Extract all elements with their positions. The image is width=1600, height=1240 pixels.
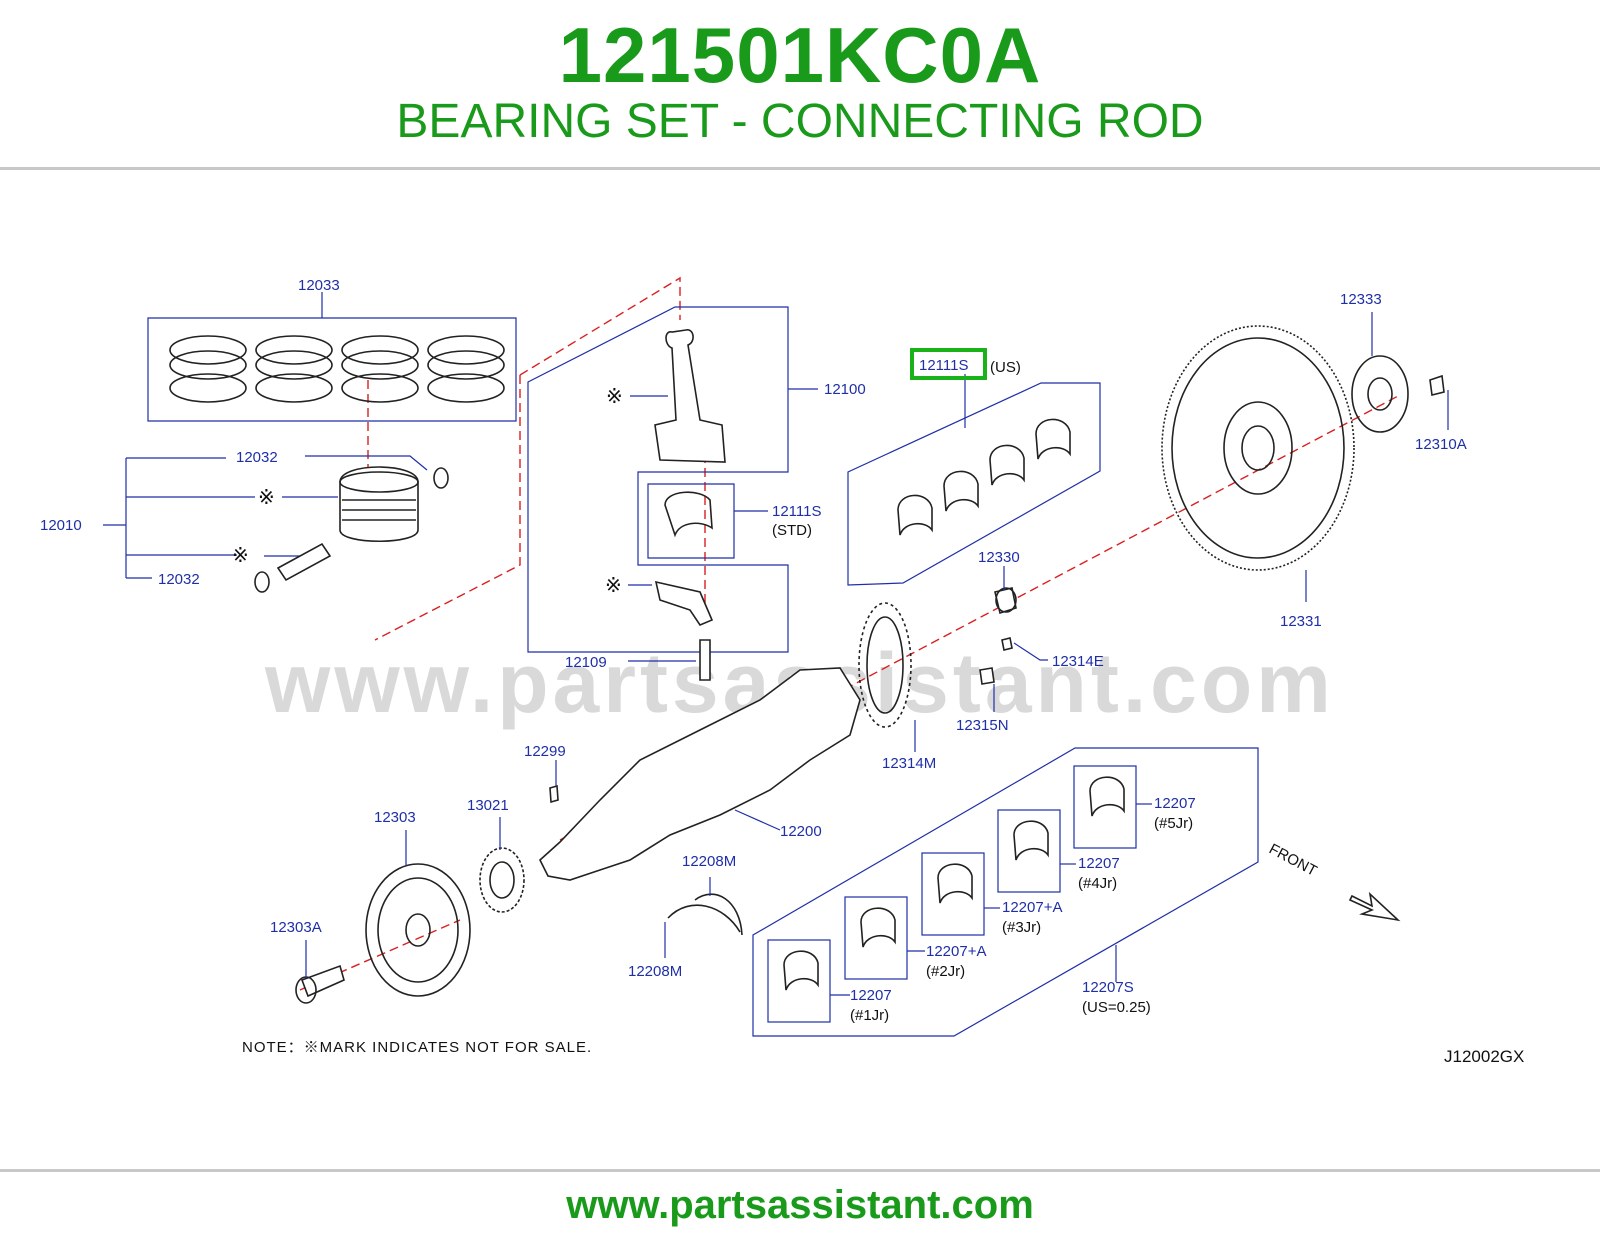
note-1jr: (#1Jr) [850,1007,889,1024]
callout-12207s[interactable]: 12207S [1082,979,1134,996]
note-3jr: (#3Jr) [1002,919,1041,936]
footer-divider [0,1169,1600,1172]
callout-12315n[interactable]: 12315N [956,717,1009,734]
parts-diagram: www.partsassistant.com ※ ※ [40,276,1524,1066]
signal-plate-group [858,566,1048,752]
not-for-sale-mark-piston: ※ [258,485,275,509]
callout-12310a[interactable]: 12310A [1415,436,1467,453]
footer-website-link[interactable]: www.partsassistant.com [566,1183,1034,1227]
callout-12207-1jr[interactable]: 12207 [850,987,892,1004]
std-note: (STD) [772,522,812,539]
note-5jr: (#5Jr) [1154,815,1193,832]
not-for-sale-note: NOTE：※MARK INDICATES NOT FOR SALE. [242,1039,592,1056]
part-number-title: 121501KC0A [558,11,1042,99]
callout-12100[interactable]: 12100 [824,381,866,398]
header-divider [0,167,1600,170]
highlight-box-12111s[interactable] [910,348,987,380]
part-name-subtitle: BEARING SET - CONNECTING ROD [396,95,1204,148]
us-note: (US) [990,359,1021,376]
callout-12303a[interactable]: 12303A [270,919,322,936]
callout-12208m-bottom[interactable]: 12208M [628,963,682,980]
page-header: 121501KC0A BEARING SET - CONNECTING ROD [0,0,1600,170]
callout-12200[interactable]: 12200 [780,823,822,840]
piston-group: ※ ※ [103,455,449,593]
callout-12331[interactable]: 12331 [1280,613,1322,630]
callout-12111s-std[interactable]: 12111S [772,503,822,520]
note-4jr: (#4Jr) [1078,875,1117,892]
callout-12032-bottom[interactable]: 12032 [158,571,200,588]
drive-plate-group [1161,312,1449,602]
callout-labels: 12033 12032 12010 12032 12100 12111S (ST… [40,277,1467,1024]
not-for-sale-mark-cap: ※ [605,573,622,597]
callout-12299[interactable]: 12299 [524,743,566,760]
callout-12207-4jr[interactable]: 12207 [1078,855,1120,872]
front-arrow: FRONT [1266,841,1401,922]
callout-12208m-top[interactable]: 12208M [682,853,736,870]
callout-12207a-2jr[interactable]: 12207+A [926,943,986,960]
callout-12333[interactable]: 12333 [1340,291,1382,308]
main-bearing-set-group [752,747,1259,1037]
note-us025: (US=0.25) [1082,999,1151,1016]
piston-rings-group [147,292,517,422]
callout-12207a-3jr[interactable]: 12207+A [1002,899,1062,916]
callout-13021[interactable]: 13021 [467,797,509,814]
callout-12010[interactable]: 12010 [40,517,82,534]
bearing-set-us-group [847,348,1101,586]
not-for-sale-mark-pin: ※ [232,543,249,567]
callout-12033[interactable]: 12033 [298,277,340,294]
note-2jr: (#2Jr) [926,963,965,980]
callout-12303[interactable]: 12303 [374,809,416,826]
callout-12109[interactable]: 12109 [565,654,607,671]
callout-12314e[interactable]: 12314E [1052,653,1104,670]
not-for-sale-mark-rod: ※ [606,384,623,408]
crankshaft-group [295,667,861,1004]
diagram-code: J12002GX [1444,1047,1524,1066]
front-label: FRONT [1266,841,1320,880]
callout-12032-top[interactable]: 12032 [236,449,278,466]
callout-12207-5jr[interactable]: 12207 [1154,795,1196,812]
callout-12330[interactable]: 12330 [978,549,1020,566]
callout-12111s-us[interactable]: 12111S [919,357,969,374]
callout-12314m[interactable]: 12314M [882,755,936,772]
connecting-rod-group: ※ ※ [527,306,818,681]
